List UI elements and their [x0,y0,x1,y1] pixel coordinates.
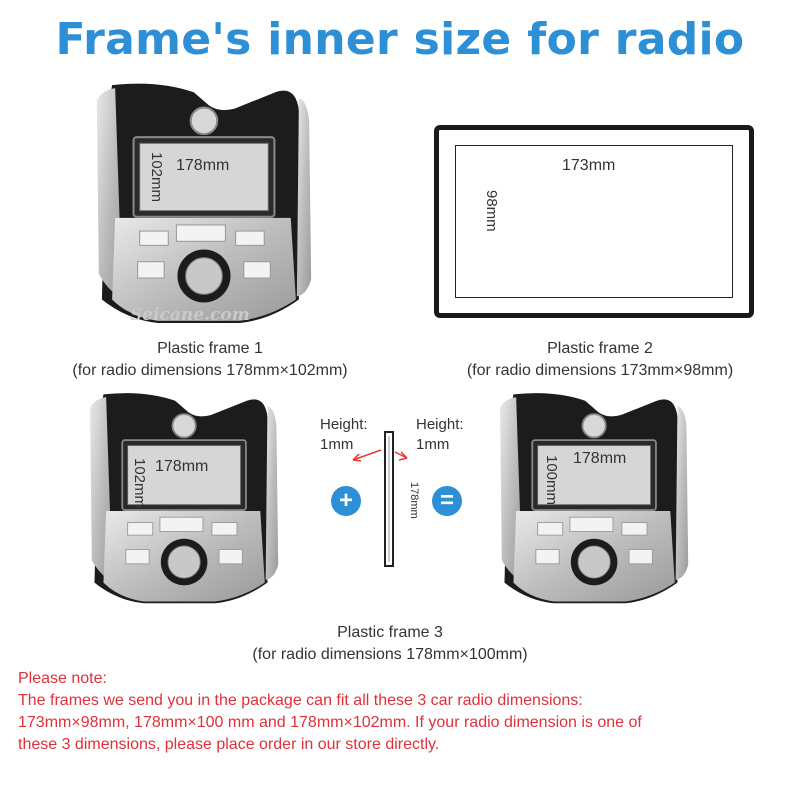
frame3-caption-title: Plastic frame 3 [337,624,443,641]
plus-icon: + [331,486,361,516]
equals-icon: = [432,486,462,516]
page-title: Frame's inner size for radio [55,14,745,65]
frame2-caption-dimensions: (for radio dimensions 173mm×98mm) [466,362,734,379]
strip-length-label: 178mm [408,482,420,519]
frame1-caption-title: Plastic frame 1 [157,340,263,357]
frame1-height-label: 102mm [148,152,165,203]
frame3-caption-dimensions: (for radio dimensions 178mm×100mm) [252,646,528,663]
frame2-width-label: 173mm [562,157,616,174]
frame2-caption: Plastic frame 2 (for radio dimensions 17… [420,338,780,382]
frame3-image [90,392,280,605]
frame1-image [95,82,313,324]
frame1-caption-dimensions: (for radio dimensions 178mm×102mm) [72,362,348,379]
frame2-height-label: 98mm [483,190,500,232]
watermark: Seicane.com [130,305,250,325]
strip-right-height-title: Height: [416,416,464,433]
result-width-label: 178mm [573,450,627,467]
result-height-label: 100mm [543,455,560,506]
strip-right-height-value: 1mm [416,436,450,453]
note-block: Please note: The frames we send you in t… [18,668,788,756]
frame1-width-label: 178mm [176,157,230,174]
frame2-inner [455,145,733,298]
frame3-width-label: 178mm [155,458,209,475]
strip-left-height-value: 1mm [320,436,354,453]
frame3-height-label: 102mm [131,458,148,509]
result-frame-image [500,392,690,605]
note-heading: Please note: [18,670,107,687]
note-line-3: these 3 dimensions, please place order i… [18,736,440,753]
note-line-2: 173mm×98mm, 178mm×100 mm and 178mm×102mm… [18,714,642,731]
strip-image [352,431,408,567]
frame2-image [434,125,754,318]
strip-right-height-label: Height: 1mm [416,415,464,455]
frame1-caption: Plastic frame 1 (for radio dimensions 17… [20,338,400,382]
frame3-caption: Plastic frame 3 (for radio dimensions 17… [200,622,580,666]
strip-left-height-title: Height: [320,416,368,433]
frame2-caption-title: Plastic frame 2 [547,340,653,357]
note-line-1: The frames we send you in the package ca… [18,692,583,709]
strip-left-height-label: Height: 1mm [320,415,368,455]
